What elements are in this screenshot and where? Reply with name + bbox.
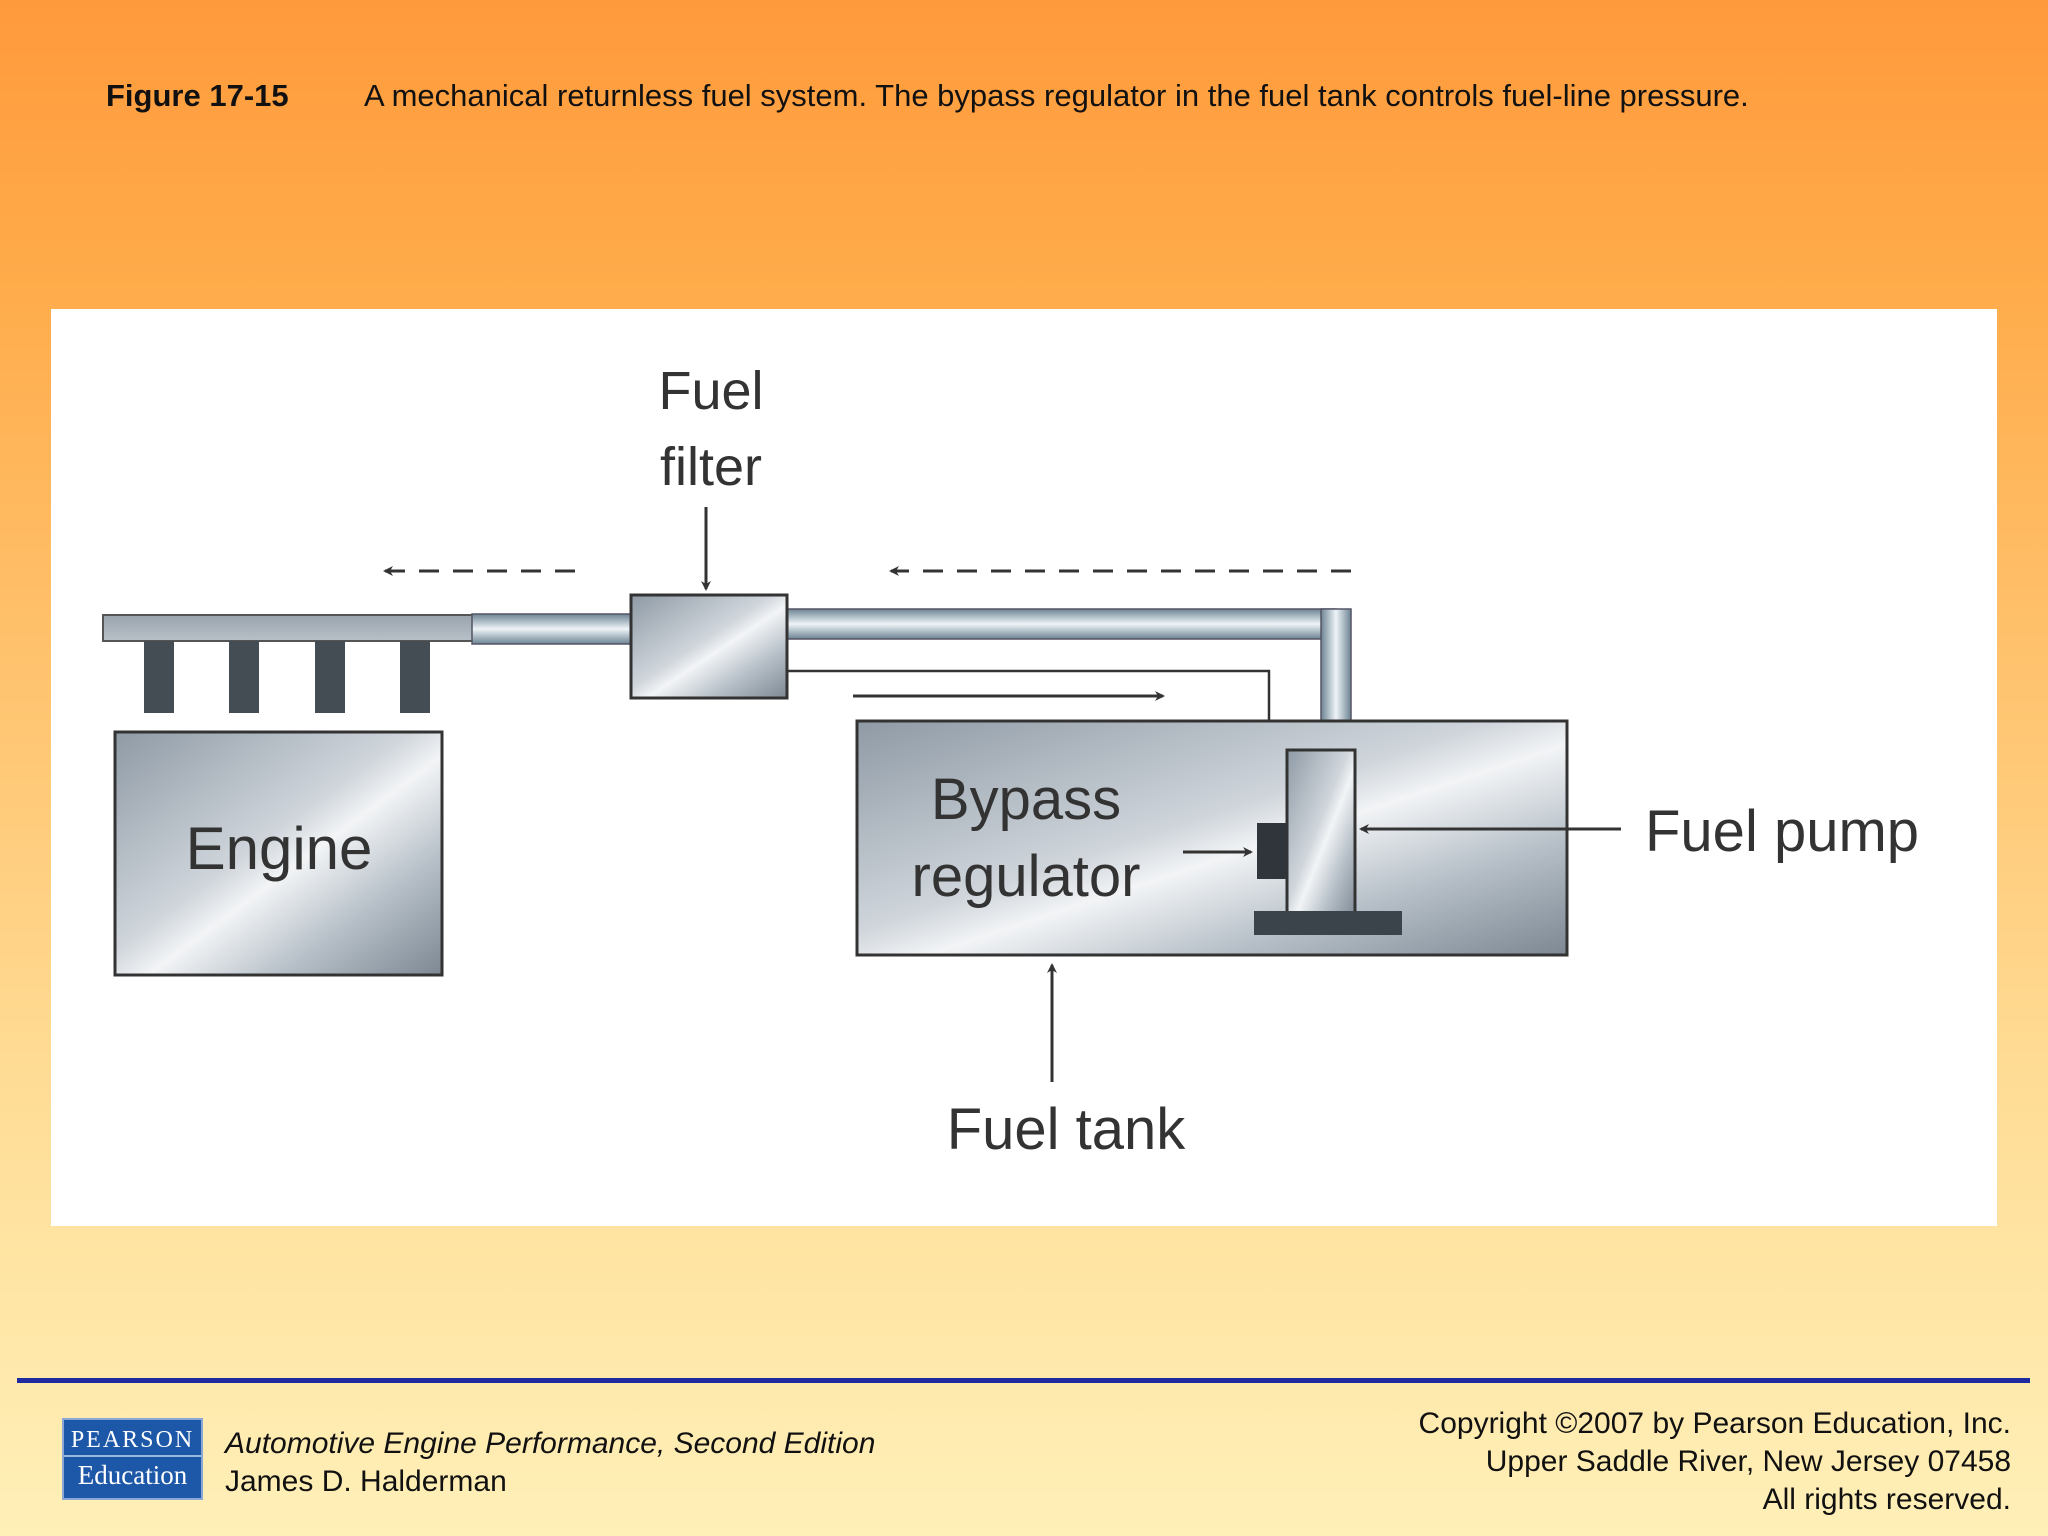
- logo-top-text: PEARSON: [70, 1427, 195, 1453]
- copyright-block: Copyright ©2007 by Pearson Education, In…: [1419, 1405, 2011, 1519]
- pearson-logo: PEARSON Education: [62, 1418, 203, 1500]
- fuel-pump-label: Fuel pump: [1645, 799, 1919, 864]
- logo-divider: [64, 1455, 201, 1457]
- engine-block: [113, 730, 444, 977]
- copyright-line: Copyright ©2007 by Pearson Education, In…: [1418, 1407, 2011, 1440]
- fuel-filter-label-line1: Fuel: [658, 361, 763, 421]
- copyright-rights: All rights reserved.: [1762, 1483, 2011, 1516]
- fuel-system-diagram: Engine Fuel filter Bypass regulator: [102, 361, 1919, 1162]
- footer-rule: [17, 1378, 2030, 1383]
- engine-label: Engine: [186, 815, 373, 882]
- injector: [229, 641, 259, 713]
- fuel-pump: [1285, 748, 1357, 922]
- book-title: Automotive Engine Performance, Second Ed…: [225, 1427, 876, 1460]
- bypass-label-line2: regulator: [912, 844, 1141, 909]
- caption-text: A mechanical returnless fuel system. The…: [364, 78, 1749, 113]
- fuel-rail: [102, 614, 474, 642]
- figure-number: Figure 17-15: [106, 78, 289, 113]
- copyright-address: Upper Saddle River, New Jersey 07458: [1485, 1445, 2011, 1478]
- fuel-tank: [855, 719, 1569, 957]
- figure-caption: Figure 17-15 A mechanical returnless fuel…: [106, 78, 1986, 114]
- book-info: Automotive Engine Performance, Second Ed…: [225, 1425, 875, 1501]
- diagram-panel: Engine Fuel filter Bypass regulator: [51, 309, 1997, 1226]
- injector: [315, 641, 345, 713]
- fuel-line-rail-to-filter: [471, 613, 633, 645]
- fuel-filter: [629, 593, 789, 700]
- fuel-tank-label: Fuel tank: [947, 1097, 1187, 1162]
- fuel-line-filter-to-pump: [785, 608, 1337, 640]
- pump-base: [1254, 911, 1402, 935]
- bypass-regulator: [1257, 823, 1287, 879]
- injector: [144, 641, 174, 713]
- bypass-label-line1: Bypass: [931, 767, 1121, 832]
- book-author: James D. Halderman: [225, 1465, 507, 1498]
- logo-bottom-text: Education: [77, 1460, 188, 1490]
- injector: [400, 641, 430, 713]
- fuel-filter-label-line2: filter: [660, 437, 762, 497]
